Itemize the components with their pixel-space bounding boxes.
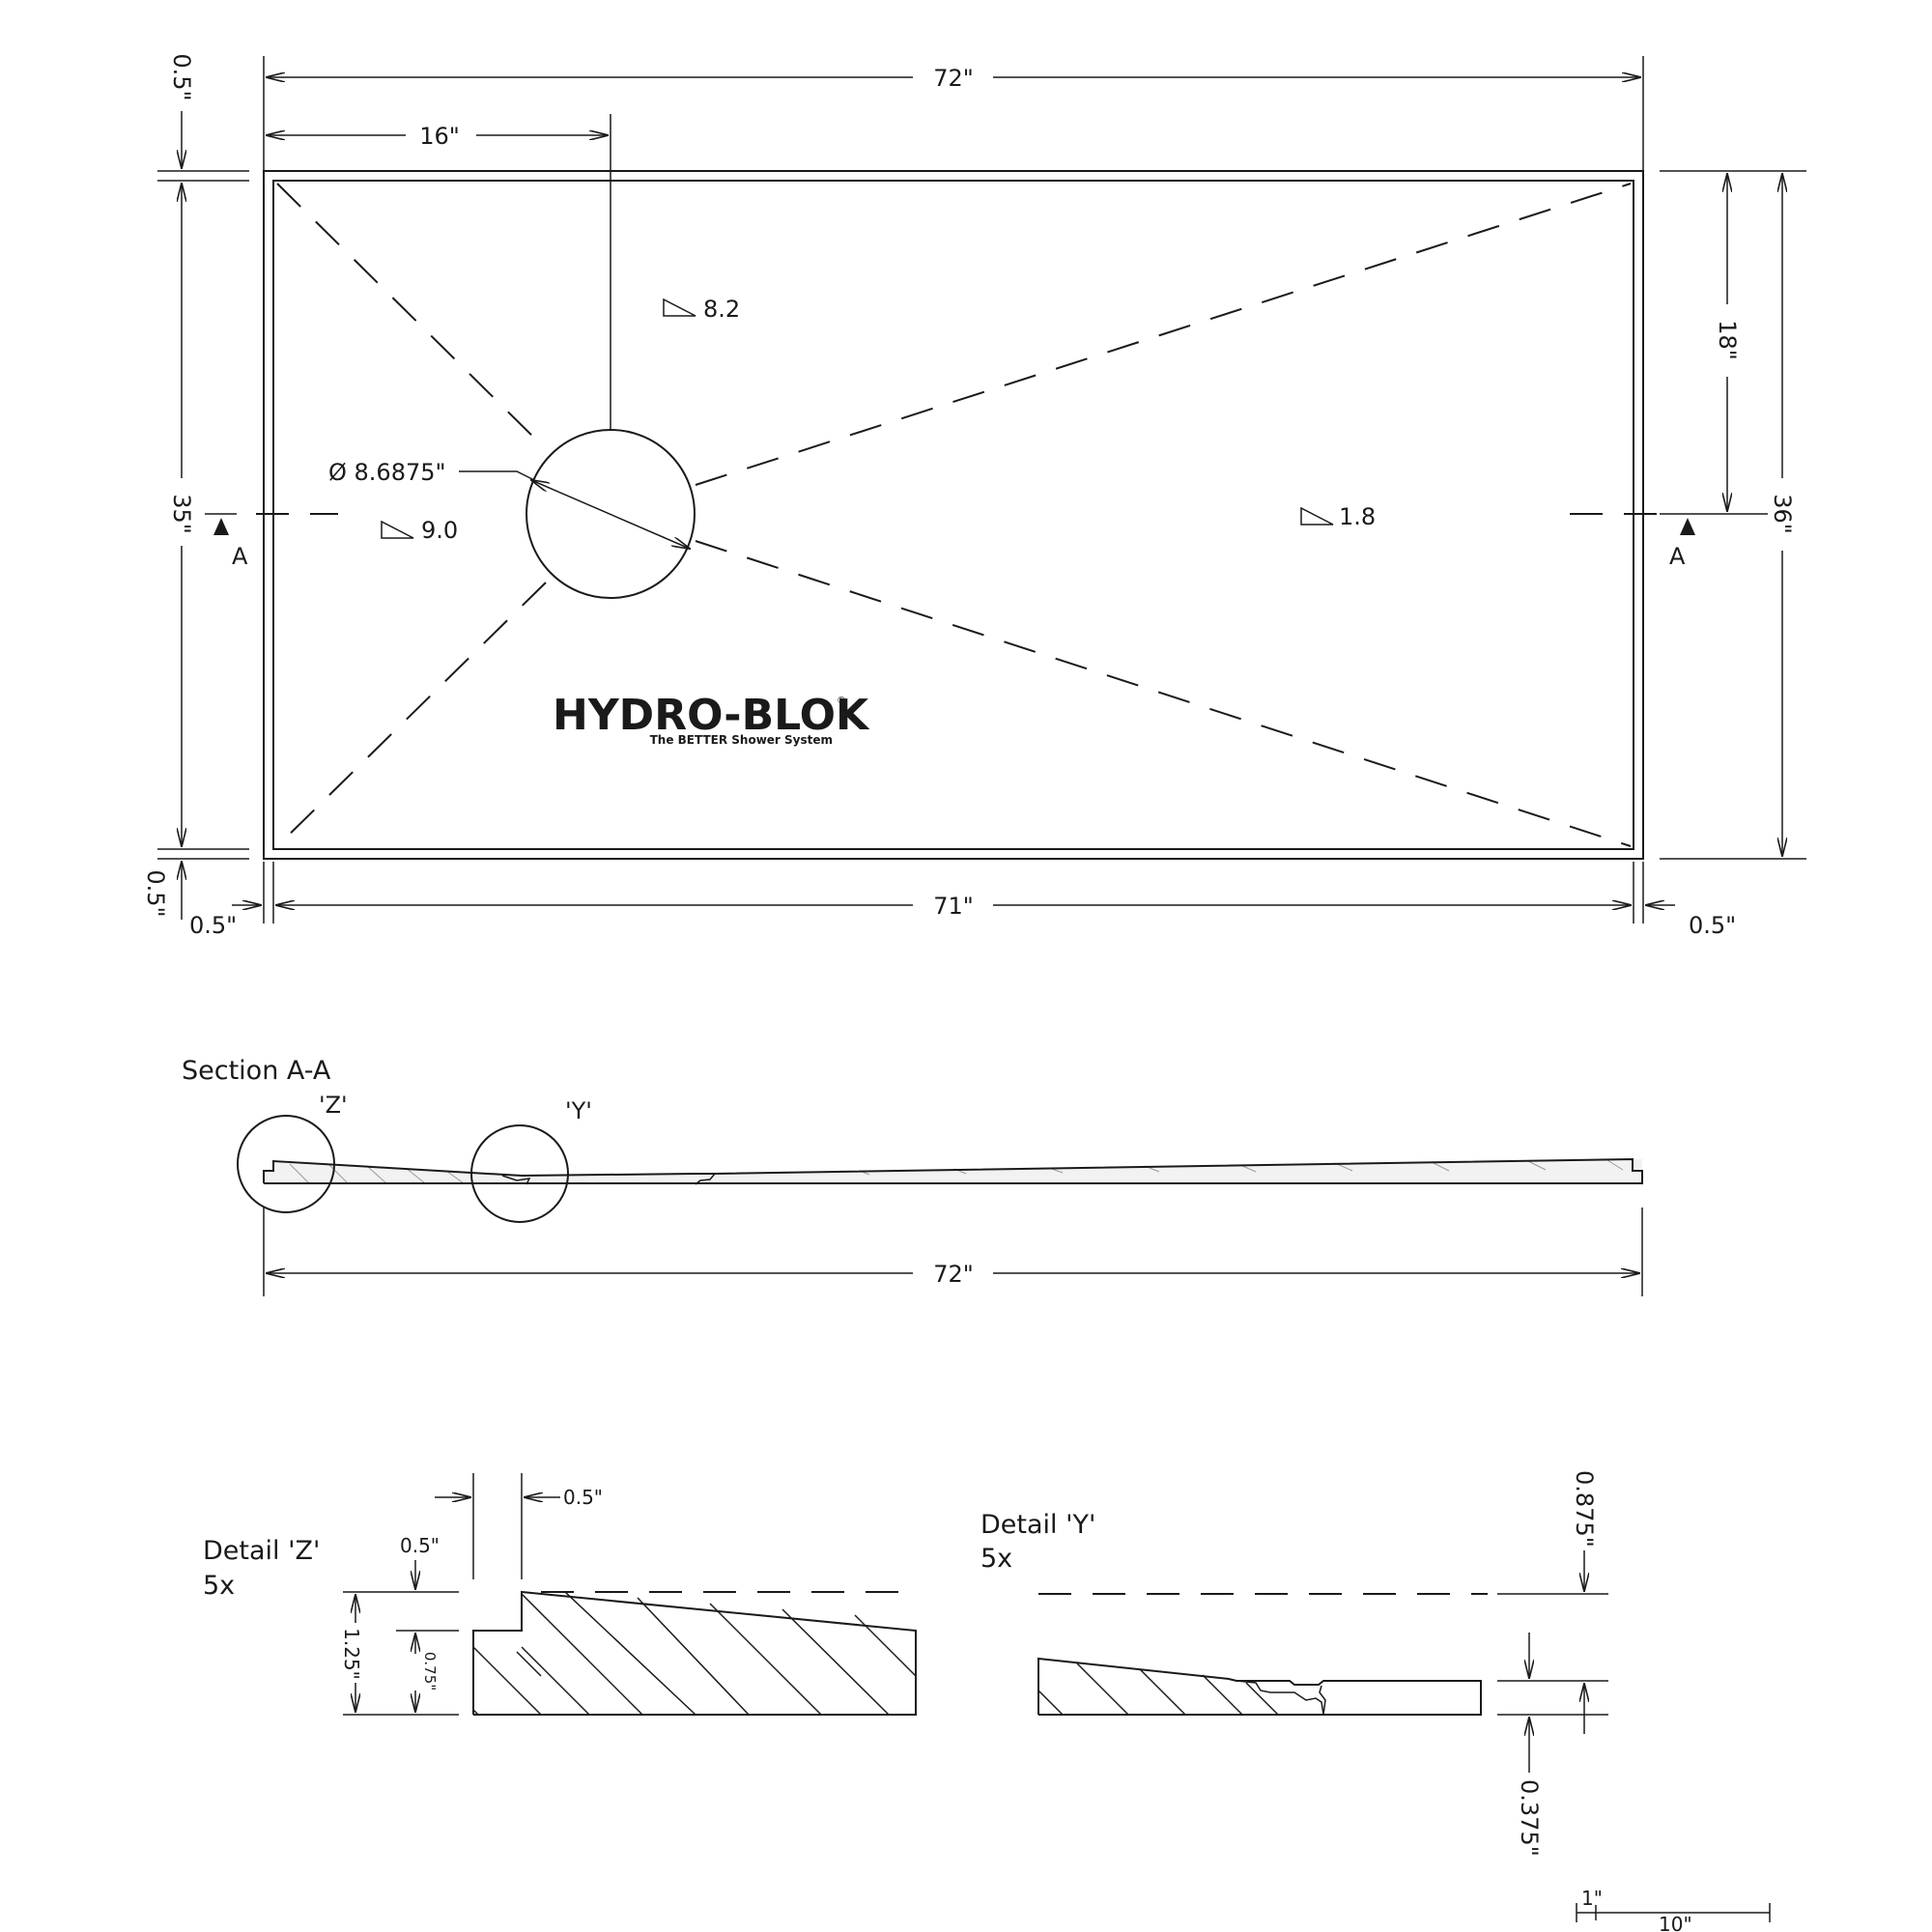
- scale-bar-large-label: 10": [1659, 1913, 1692, 1932]
- detail-z: Detail 'Z' 5x 0.5": [203, 1473, 917, 1716]
- dim-detail-z-total-height: 1.25": [340, 1595, 459, 1716]
- slope-indicator-top: 8.2: [663, 296, 740, 323]
- dim-inner-width: 35" 0.5" 0.5": [142, 53, 249, 920]
- slope-lines: [256, 183, 1657, 847]
- scale-bar-small-label: 1": [1581, 1887, 1603, 1910]
- rim-top-label: 0.5": [168, 53, 195, 100]
- plan-view: Ø 8.6875" 72" 16" 71" 0.5": [142, 53, 1806, 939]
- detail-y-thickness-label: 0.375": [1516, 1779, 1543, 1857]
- rim-left-label: 0.5": [189, 912, 237, 939]
- slope-indicator-left: 9.0: [381, 517, 458, 544]
- drain-offset-x-label: 16": [419, 123, 460, 150]
- callout-circle-y: [470, 1124, 569, 1223]
- pan-inner-outline: [272, 180, 1634, 850]
- detail-y-profile: [1037, 1657, 1482, 1716]
- brand-name: HYDRO-BLOK: [553, 691, 870, 740]
- detail-y-scale: 5x: [980, 1544, 1012, 1574]
- callout-z-label: 'Z': [319, 1092, 348, 1119]
- slope-indicator-right: 1.8: [1300, 503, 1376, 530]
- drain-diameter-arrow: [531, 480, 690, 549]
- drain-diameter-label: Ø 8.6875": [328, 459, 446, 486]
- overall-length-label: 72": [933, 65, 974, 92]
- detail-z-scale: 5x: [203, 1571, 235, 1601]
- dim-inner-length: 71" 0.5" 0.5": [189, 862, 1736, 939]
- dim-detail-z-base-height: 0.75": [415, 1634, 439, 1712]
- brand-tagline: The BETTER Shower System: [650, 733, 833, 747]
- section-view: Section A-A: [182, 1056, 1643, 1296]
- section-marker-right: A: [1669, 518, 1695, 570]
- detail-z-profile: [472, 1590, 917, 1716]
- detail-y: Detail 'Y' 5x 0.875": [980, 1470, 1608, 1857]
- inner-length-label: 71": [933, 893, 974, 920]
- section-profile: [263, 1157, 1643, 1185]
- dim-detail-z-step-height: 0.5": [343, 1534, 459, 1593]
- brand-logo: HYDRO-BLOK ® The BETTER Shower System: [553, 691, 870, 747]
- detail-z-base-height-label: 0.75": [421, 1652, 439, 1690]
- callout-circle-z: [237, 1115, 335, 1213]
- detail-z-total-height-label: 1.25": [340, 1628, 363, 1680]
- detail-z-title: Detail 'Z': [203, 1536, 320, 1566]
- callout-y-label: 'Y': [565, 1097, 592, 1124]
- dim-detail-y-drop: 0.875": [1497, 1470, 1608, 1595]
- rim-right-label: 0.5": [1689, 912, 1736, 939]
- svg-text:8.2: 8.2: [703, 296, 740, 323]
- brand-registered-mark: ®: [837, 696, 846, 706]
- pan-outer-outline: [263, 170, 1644, 860]
- scale-bar: 1" 10": [1576, 1887, 1771, 1932]
- dim-section-length: 72": [263, 1208, 1643, 1296]
- section-marker-left: A: [205, 513, 248, 570]
- svg-text:9.0: 9.0: [421, 517, 458, 544]
- detail-y-drop-label: 0.875": [1571, 1470, 1598, 1548]
- svg-text:A: A: [232, 543, 248, 570]
- dim-drain-offset-x: 16": [267, 114, 611, 430]
- svg-text:1.8: 1.8: [1339, 503, 1376, 530]
- inner-width-label: 35": [168, 494, 195, 534]
- drain-offset-y-label: 18": [1714, 320, 1741, 360]
- svg-text:A: A: [1669, 543, 1686, 570]
- dim-overall-length: 72": [263, 56, 1644, 171]
- overall-width-label: 36": [1769, 494, 1796, 534]
- detail-y-title: Detail 'Y': [980, 1510, 1095, 1540]
- section-title: Section A-A: [182, 1056, 331, 1086]
- dim-detail-y-thickness: 0.375": [1497, 1633, 1608, 1857]
- drain-diameter-leader: [459, 470, 535, 481]
- dim-detail-z-step-width: 0.5": [435, 1473, 603, 1579]
- detail-z-step-width-label: 0.5": [563, 1486, 603, 1509]
- detail-z-step-height-label: 0.5": [400, 1534, 440, 1557]
- section-length-label: 72": [933, 1261, 974, 1288]
- rim-bottom-label: 0.5": [142, 869, 169, 917]
- dim-right-side: 18" 36": [1660, 170, 1806, 860]
